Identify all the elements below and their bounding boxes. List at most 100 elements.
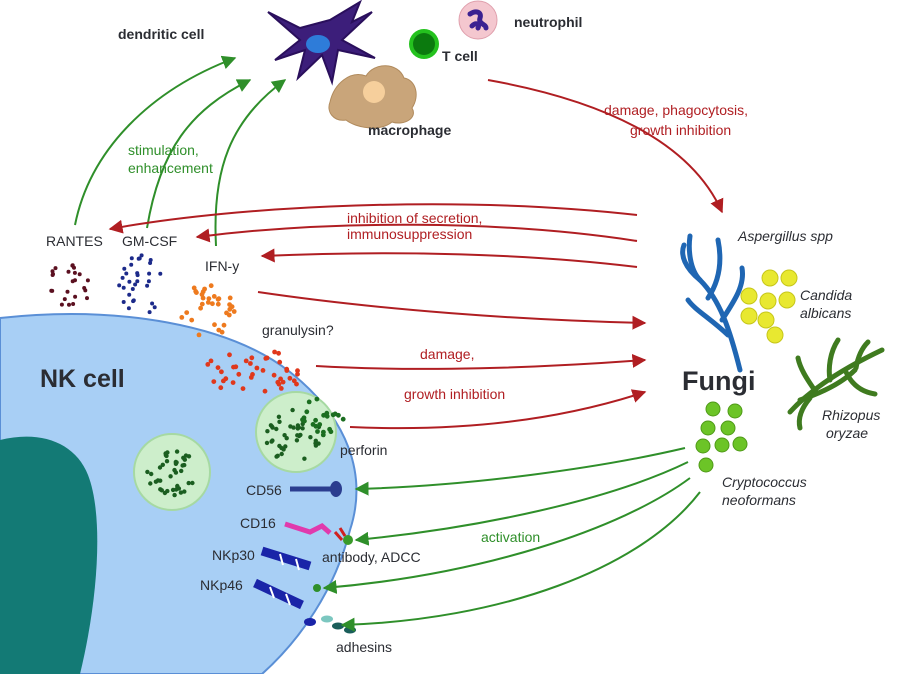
arrow-immune-to-fungi <box>487 79 724 214</box>
antibody-adcc-label: antibody, ADCC <box>322 549 421 565</box>
arrow-gmcsf-to-dendritic <box>146 79 252 229</box>
perforin-dot <box>332 411 338 417</box>
perforin-dot <box>306 399 312 405</box>
macrophage-label: macrophage <box>368 122 452 138</box>
granulysin-dot <box>278 376 283 382</box>
granule-dot <box>279 451 284 457</box>
granulysin-dot <box>287 375 293 381</box>
granule-dot <box>294 438 300 443</box>
ifn-y-dot <box>205 300 211 305</box>
rantes-dot <box>62 297 67 302</box>
nk-cell-label: NK cell <box>40 365 125 393</box>
granulysin-dot <box>295 368 300 374</box>
nkp46-label: NKp46 <box>200 577 243 593</box>
gm-csf-dot <box>124 271 129 276</box>
enhancement-label: enhancement <box>128 160 213 176</box>
perforin-dot <box>304 409 310 415</box>
granule-dot <box>148 481 153 486</box>
ifn-y-dot <box>199 292 205 297</box>
granule-dot <box>158 487 163 492</box>
ifn-y-dot <box>194 290 199 295</box>
gm-csf-molecules <box>117 253 163 315</box>
granule-dot <box>296 433 302 439</box>
granulysin-dot <box>262 388 268 394</box>
ifn-y-dot <box>211 294 217 299</box>
ifn-y-dot <box>224 310 229 316</box>
granule-dot <box>174 449 180 454</box>
gm-csf-dot <box>117 283 122 288</box>
granulysin-dot <box>230 380 236 385</box>
rantes-dot <box>53 266 58 271</box>
perforin-dot <box>310 422 316 427</box>
granule-dot <box>265 429 270 434</box>
granule-dot <box>264 440 270 446</box>
granule-dot <box>274 454 279 459</box>
immunosuppression-label: immunosuppression <box>347 226 473 242</box>
t-cell-icon <box>409 29 439 59</box>
granule-dot <box>284 436 289 441</box>
granule-lower <box>133 433 211 511</box>
gm-csf-dot <box>148 258 153 262</box>
granule-dot <box>283 444 288 449</box>
gm-csf-dot <box>129 256 134 261</box>
gm-csf-dot <box>147 271 152 276</box>
neutrophil-icon <box>458 0 498 40</box>
gm-csf-dot <box>135 271 140 276</box>
perforin-dot <box>328 429 334 435</box>
granulysin-dot <box>271 372 277 378</box>
granule-dot <box>276 414 282 419</box>
rantes-dot <box>71 302 76 306</box>
gm-csf-dot <box>133 282 138 287</box>
granule-dot <box>168 474 173 479</box>
gm-csf-dot <box>131 298 136 303</box>
granule-dot <box>180 463 185 468</box>
ifn-y-dot <box>229 304 235 310</box>
candida-label-2: albicans <box>800 305 852 321</box>
ifn-y-label: IFN-y <box>205 258 240 274</box>
dendritic-cell-label: dendritic cell <box>118 26 205 42</box>
granulysin-dot <box>248 361 253 366</box>
granulysin-dot <box>249 355 255 361</box>
aspergillus-icon <box>680 233 746 373</box>
arrow-perforin-to-fungi <box>349 389 647 430</box>
gm-csf-dot <box>152 305 157 310</box>
granule-dots-lower <box>145 449 195 498</box>
damage-phagocytosis-label: damage, phagocytosis, <box>604 102 748 118</box>
granulysin-dot <box>205 362 211 367</box>
gm-csf-label: GM-CSF <box>122 233 178 249</box>
green-arrows <box>74 55 701 632</box>
nkp46-receptor <box>253 578 316 626</box>
granulysin-dot <box>236 371 242 377</box>
macrophage-icon <box>328 65 417 129</box>
granule-dot <box>175 483 180 489</box>
granulysin-dot <box>260 368 266 373</box>
gm-csf-dot <box>137 256 142 261</box>
gm-csf-dot <box>139 253 144 258</box>
gm-csf-dot <box>147 310 152 315</box>
perforin-label: perforin <box>340 442 388 458</box>
rantes-dot <box>72 270 77 275</box>
red-arrows <box>108 79 724 430</box>
nkp30-label: NKp30 <box>212 547 255 563</box>
rantes-dot <box>85 296 89 301</box>
neutrophil-label: neutrophil <box>514 14 583 30</box>
growth-inhibition-top-label: growth inhibition <box>630 122 732 138</box>
granulysin-dot <box>291 378 297 384</box>
cryptococcus-label-2: neoformans <box>722 492 796 508</box>
granulysin-dot <box>215 365 221 370</box>
rantes-dot <box>85 278 90 283</box>
granule-dot <box>182 489 187 494</box>
gm-csf-dot <box>122 266 127 271</box>
arrow-granulysin-to-fungi <box>315 353 647 370</box>
granule-dot <box>279 445 284 451</box>
granulysin-dot <box>254 365 260 371</box>
stimulation-label: stimulation, <box>128 142 199 158</box>
perforin-dot <box>317 422 323 427</box>
ifn-y-dot <box>191 285 197 291</box>
rantes-dot <box>51 272 55 277</box>
gm-csf-dot <box>120 275 125 280</box>
arrow-fungi-to-nkp30 <box>322 477 691 594</box>
granulysin-dot <box>218 385 224 391</box>
gm-csf-dot <box>150 301 155 306</box>
ifn-y-molecules <box>179 283 237 338</box>
